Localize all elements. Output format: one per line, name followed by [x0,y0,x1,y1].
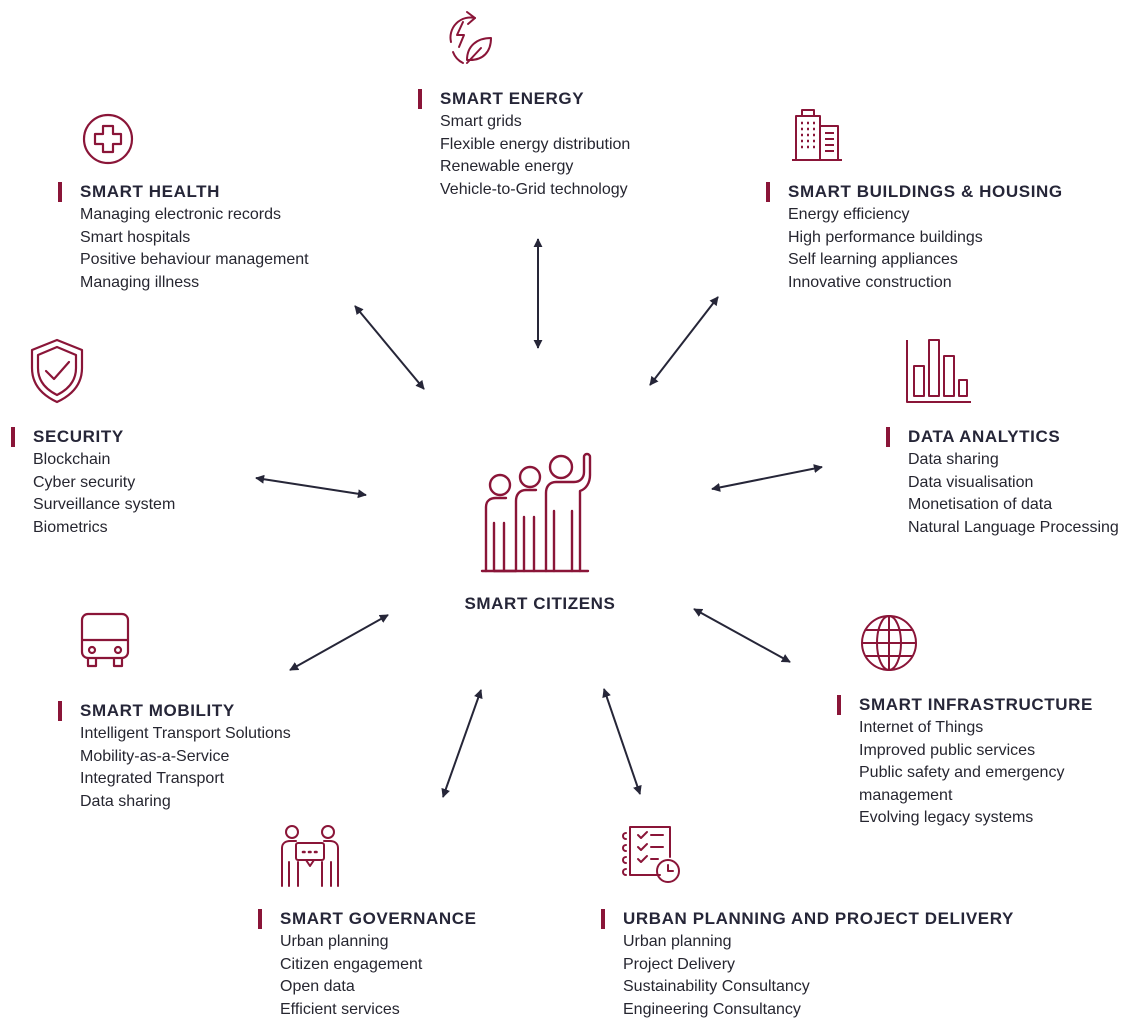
list-item: Positive behaviour management [80,251,309,268]
arrow-mobility [289,614,389,671]
node-urban-planning: URBAN PLANNING AND PROJECT DELIVERY Urba… [601,908,1014,1021]
node-title: SECURITY [11,426,175,448]
arrow-security [255,474,367,499]
node-title: DATA ANALYTICS [886,426,1119,448]
globe-icon [858,612,920,674]
node-title: SMART MOBILITY [58,700,291,722]
list-item: Biometrics [33,518,108,536]
bar-chart-icon [903,336,973,406]
list-item: Data sharing [908,451,999,468]
node-title: SMART GOVERNANCE [258,908,477,930]
list-item: Vehicle-to-Grid technology [440,180,628,198]
arrow-governance [441,689,483,798]
list-item: Open data [280,978,355,995]
node-title: SMART ENERGY [418,88,630,110]
node-title: SMART HEALTH [58,181,309,203]
list-item: Urban planning [623,933,732,950]
list-item: Urban planning [280,933,389,950]
node-title: SMART INFRASTRUCTURE [837,694,1109,716]
list-item: Energy efficiency [788,206,910,223]
list-item: Project Delivery [623,955,736,973]
list-item: Renewable energy [440,158,574,175]
list-item: Data visualisation [908,473,1034,491]
arrow-health [354,305,425,390]
list-item: Intelligent Transport Solutions [80,725,291,742]
arrow-infrastructure [693,608,791,663]
people-conversation-icon [278,822,344,888]
buildings-icon [788,108,846,166]
list-item: Engineering Consultancy [623,1000,801,1018]
list-item: Flexible energy distribution [440,135,631,153]
bus-icon [76,610,136,670]
list-item: Cyber security [33,473,136,491]
list-item: Integrated Transport [80,770,225,787]
medical-cross-icon [79,110,137,168]
node-smart-energy: SMART ENERGY Smart grids Flexible energy… [418,88,630,201]
list-item: Efficient services [280,1000,400,1018]
node-title: URBAN PLANNING AND PROJECT DELIVERY [601,908,1014,930]
list-item: Smart grids [440,113,522,130]
list-item: Managing illness [80,273,200,291]
node-smart-health: SMART HEALTH Managing electronic records… [58,181,309,294]
node-smart-governance: SMART GOVERNANCE Urban planning Citizen … [258,908,477,1021]
people-raising-hand-icon [476,451,602,575]
list-item: Evolving legacy systems [859,809,1034,826]
list-item: Innovative construction [788,273,952,291]
list-item: Citizen engagement [280,955,423,973]
list-item: Data sharing [80,792,171,810]
node-smart-infrastructure: SMART INFRASTRUCTURE Internet of Things … [837,694,1109,830]
arrow-planning [602,688,642,795]
list-item: Surveillance system [33,496,176,513]
energy-leaf-icon [437,8,499,70]
list-item: Self learning appliances [788,251,958,268]
list-item: Sustainability Consultancy [623,978,810,995]
arrow-analytics [711,464,823,492]
node-security: SECURITY Blockchain Cyber security Surve… [11,426,175,539]
checklist-clock-icon [620,823,684,887]
list-item: High performance buildings [788,228,983,246]
list-item: Blockchain [33,451,111,468]
node-data-analytics: DATA ANALYTICS Data sharing Data visuali… [886,426,1119,539]
list-item: Improved public services [859,741,1036,759]
node-smart-buildings: SMART BUILDINGS & HOUSING Energy efficie… [766,181,1063,294]
list-item: Mobility-as-a-Service [80,747,230,765]
shield-check-icon [26,336,88,406]
list-item: Natural Language Processing [908,518,1119,536]
node-smart-mobility: SMART MOBILITY Intelligent Transport Sol… [58,700,291,813]
center-title: SMART CITIZENS [464,594,616,613]
list-item: Smart hospitals [80,228,191,246]
list-item: Managing electronic records [80,206,281,223]
arrow-buildings [649,296,719,386]
list-item: Internet of Things [859,719,984,736]
list-item: Monetisation of data [908,496,1053,513]
list-item: Public safety and emergency management [859,764,1065,804]
node-title: SMART BUILDINGS & HOUSING [766,181,1063,203]
